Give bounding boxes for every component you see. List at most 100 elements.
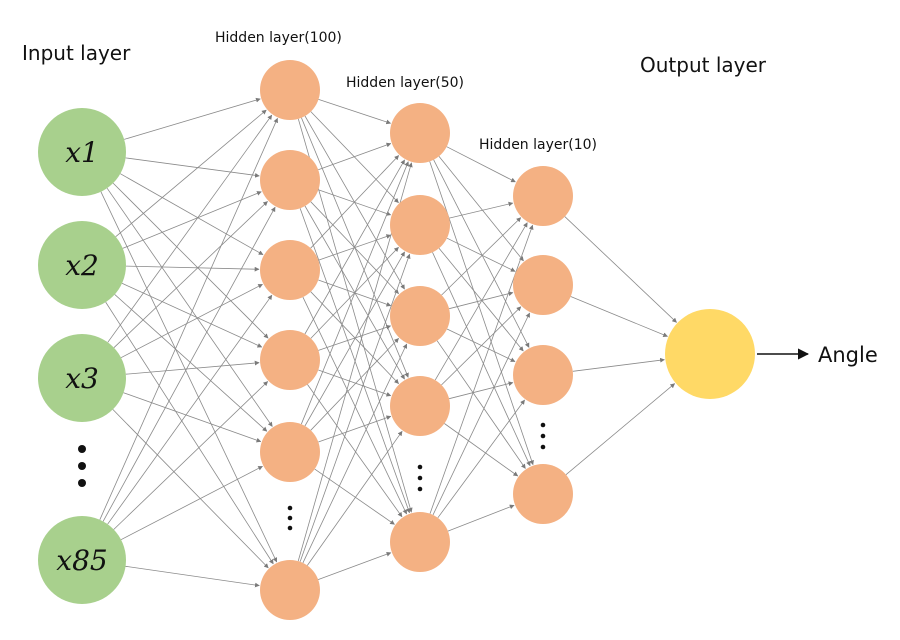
input-ellipsis [78,445,86,487]
input-layer-title: Input layer [22,41,131,65]
hidden3-layer-title: Hidden layer(10) [479,137,597,153]
connection-line [318,325,392,351]
connection-line [564,216,677,323]
hidden2-node [390,512,450,572]
connection-line [437,399,525,519]
connection-line [441,306,522,386]
connection-line [120,173,264,256]
connection-line [106,187,273,427]
hidden1-node [260,422,320,482]
hidden2-node [390,103,450,163]
input-node-x85 [38,516,126,604]
hidden1-node [260,60,320,120]
hidden1-node [260,560,320,620]
hidden3-node [513,166,573,226]
connection-line [114,294,268,432]
connection-line [122,191,262,249]
connection-line [304,159,405,335]
hidden3-node [513,345,573,405]
connection-line [449,381,514,400]
hidden3-node [513,464,573,524]
hidden-layer-2 [390,103,450,572]
hidden1-layer-title: Hidden layer(100) [215,30,342,46]
connection-line [449,291,514,310]
connection-line [447,504,515,532]
hidden2-node [390,195,450,255]
connection-line [446,237,516,272]
output-label: Angle [818,343,878,367]
connection-line [433,159,530,348]
hidden2-node [390,376,450,436]
connection-line [107,294,273,525]
connection-line [300,161,409,425]
connection-line [446,146,516,183]
connection-line [436,340,526,469]
input-label-x1: x1 [65,136,99,169]
connection-line [125,565,260,588]
connection-line [572,357,665,372]
hidden-layer-1 [260,60,320,620]
input-label-x85: x85 [56,544,107,577]
connection-line [307,384,403,518]
connection-line [310,291,399,384]
connection-line [304,251,405,427]
hidden2-layer-title: Hidden layer(50) [346,75,464,91]
connection-line [310,111,399,204]
connection-line [318,99,392,125]
connection-line [446,328,516,362]
connection-line [120,283,263,359]
connection-line [120,465,263,541]
output-node [665,309,755,399]
input-label-x3: x3 [65,362,99,395]
connection-line [121,282,263,348]
input-label-x2: x2 [65,249,99,282]
connection-line [299,208,411,514]
connection-line [125,157,260,178]
connection-line [310,155,400,249]
hidden3-ellipsis [540,422,546,450]
connection-line [124,97,261,140]
connection-line [102,206,276,522]
connection-line [299,253,411,562]
input-node-x2 [38,221,126,309]
connection-line [112,409,269,569]
connection-line [318,142,392,171]
connection-line [432,312,530,516]
hidden3-node [513,255,573,315]
connection-line [123,392,262,443]
connection-line [113,381,269,530]
connection-line [105,301,274,565]
connection-line [449,201,514,219]
connection-line [318,369,392,397]
connection-line [438,156,524,262]
connection-line [100,191,278,563]
input-node-x1 [38,108,126,196]
connection-line [306,430,403,566]
output-layer: Angle [665,309,878,399]
connection-lines [99,97,677,588]
connection-line [441,217,522,296]
input-node-x3 [38,334,126,422]
connection-line [438,247,524,352]
connection-line [310,338,399,431]
connection-line [99,117,278,520]
connection-line [112,182,269,339]
hidden1-node [260,240,320,300]
hidden1-node [260,150,320,210]
output-layer-title: Output layer [640,53,767,77]
connection-line [113,201,268,348]
input-layer: x1 x2 x3 x85 [38,108,126,604]
connection-line [318,415,392,443]
hidden2-ellipsis [417,464,423,492]
connection-line [434,222,528,381]
connection-line [125,265,260,272]
hidden2-node [390,286,450,346]
connection-line [317,551,392,580]
hidden-layer-3 [513,166,573,524]
connection-line [302,343,408,564]
hidden1-node [260,330,320,390]
connection-line [565,383,676,476]
connection-line [302,296,407,515]
connection-line [314,468,395,525]
